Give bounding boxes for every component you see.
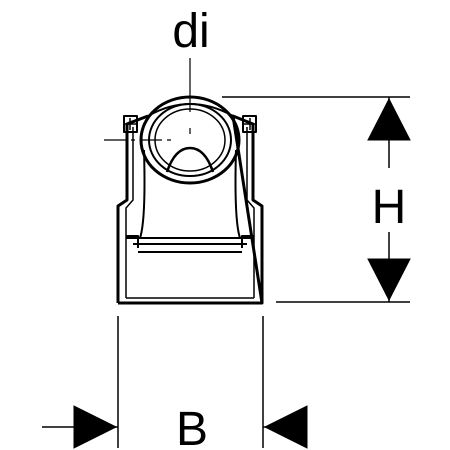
inner-bore-arc <box>165 146 215 173</box>
flange-tab-right <box>241 235 254 248</box>
flange-tab-left <box>126 235 139 248</box>
flange-band <box>126 237 254 253</box>
arrow-right-icon <box>73 405 118 449</box>
arrow-left-icon <box>263 405 308 449</box>
label-h: H <box>372 181 407 234</box>
body-inner-right <box>246 127 255 298</box>
body-inner-left <box>125 127 134 298</box>
clip-right-detail <box>243 118 256 130</box>
arrow-down-icon <box>367 258 411 302</box>
axis-lines <box>104 58 191 141</box>
label-b: B <box>176 403 208 450</box>
arrow-up-icon <box>367 97 411 141</box>
neck-right <box>234 149 241 239</box>
label-di: di <box>172 5 209 58</box>
neck-left <box>139 149 146 239</box>
clip-left-detail <box>124 118 137 130</box>
body-outline <box>116 114 264 305</box>
fitting-body <box>116 95 264 305</box>
dimension-width <box>42 316 308 449</box>
socket-inner <box>154 108 226 172</box>
dimension-height <box>222 96 411 303</box>
